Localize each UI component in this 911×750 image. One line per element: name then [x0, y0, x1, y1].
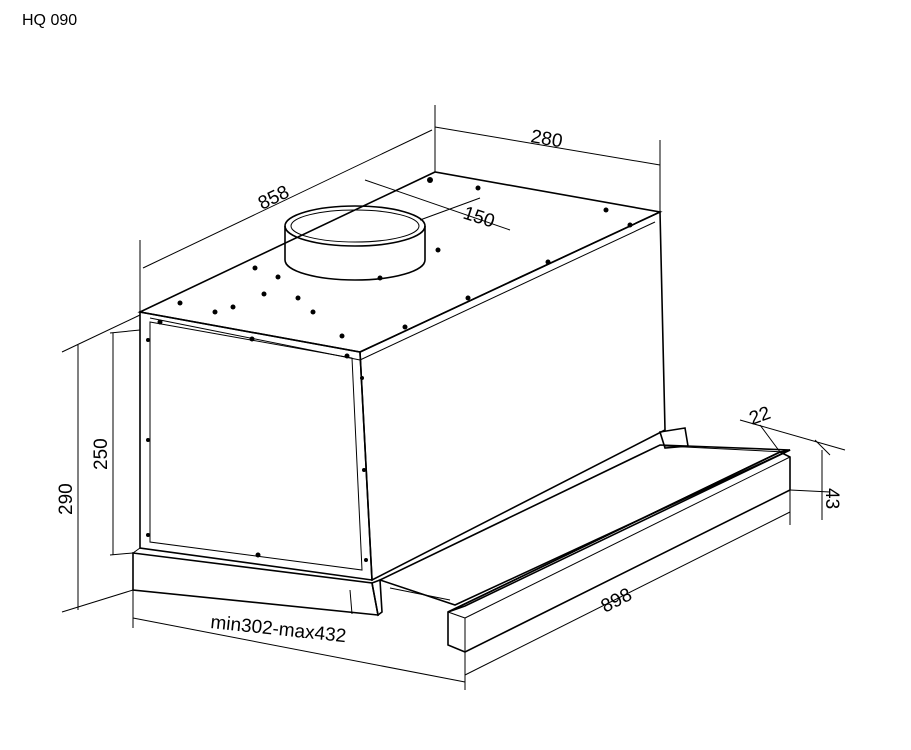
- bottom-trim: [132, 547, 383, 617]
- side-face: [359, 210, 666, 582]
- dim-visor-width-label: 898: [598, 584, 636, 617]
- front-face: [139, 311, 373, 581]
- top-face: [137, 171, 663, 353]
- dim-duct-label: 150: [460, 203, 497, 233]
- front-frame: [149, 321, 363, 571]
- dim-visor-height-label: 43: [821, 488, 842, 509]
- dimension-lines: [61, 105, 846, 690]
- screw-holes: [146, 177, 633, 562]
- dim-width-label: 858: [255, 182, 293, 215]
- dim-extension-label: min302-max432: [209, 612, 347, 647]
- hood-body: [137, 171, 666, 582]
- duct-collar: [284, 205, 426, 281]
- dim-visor-depth-label: 22: [747, 403, 774, 430]
- sliding-visor: [377, 427, 791, 653]
- model-title: HQ 090: [22, 12, 78, 29]
- dim-depth-label: 280: [529, 126, 564, 152]
- dim-total-height-label: 290: [56, 483, 77, 515]
- dim-body-height-label: 250: [91, 438, 112, 470]
